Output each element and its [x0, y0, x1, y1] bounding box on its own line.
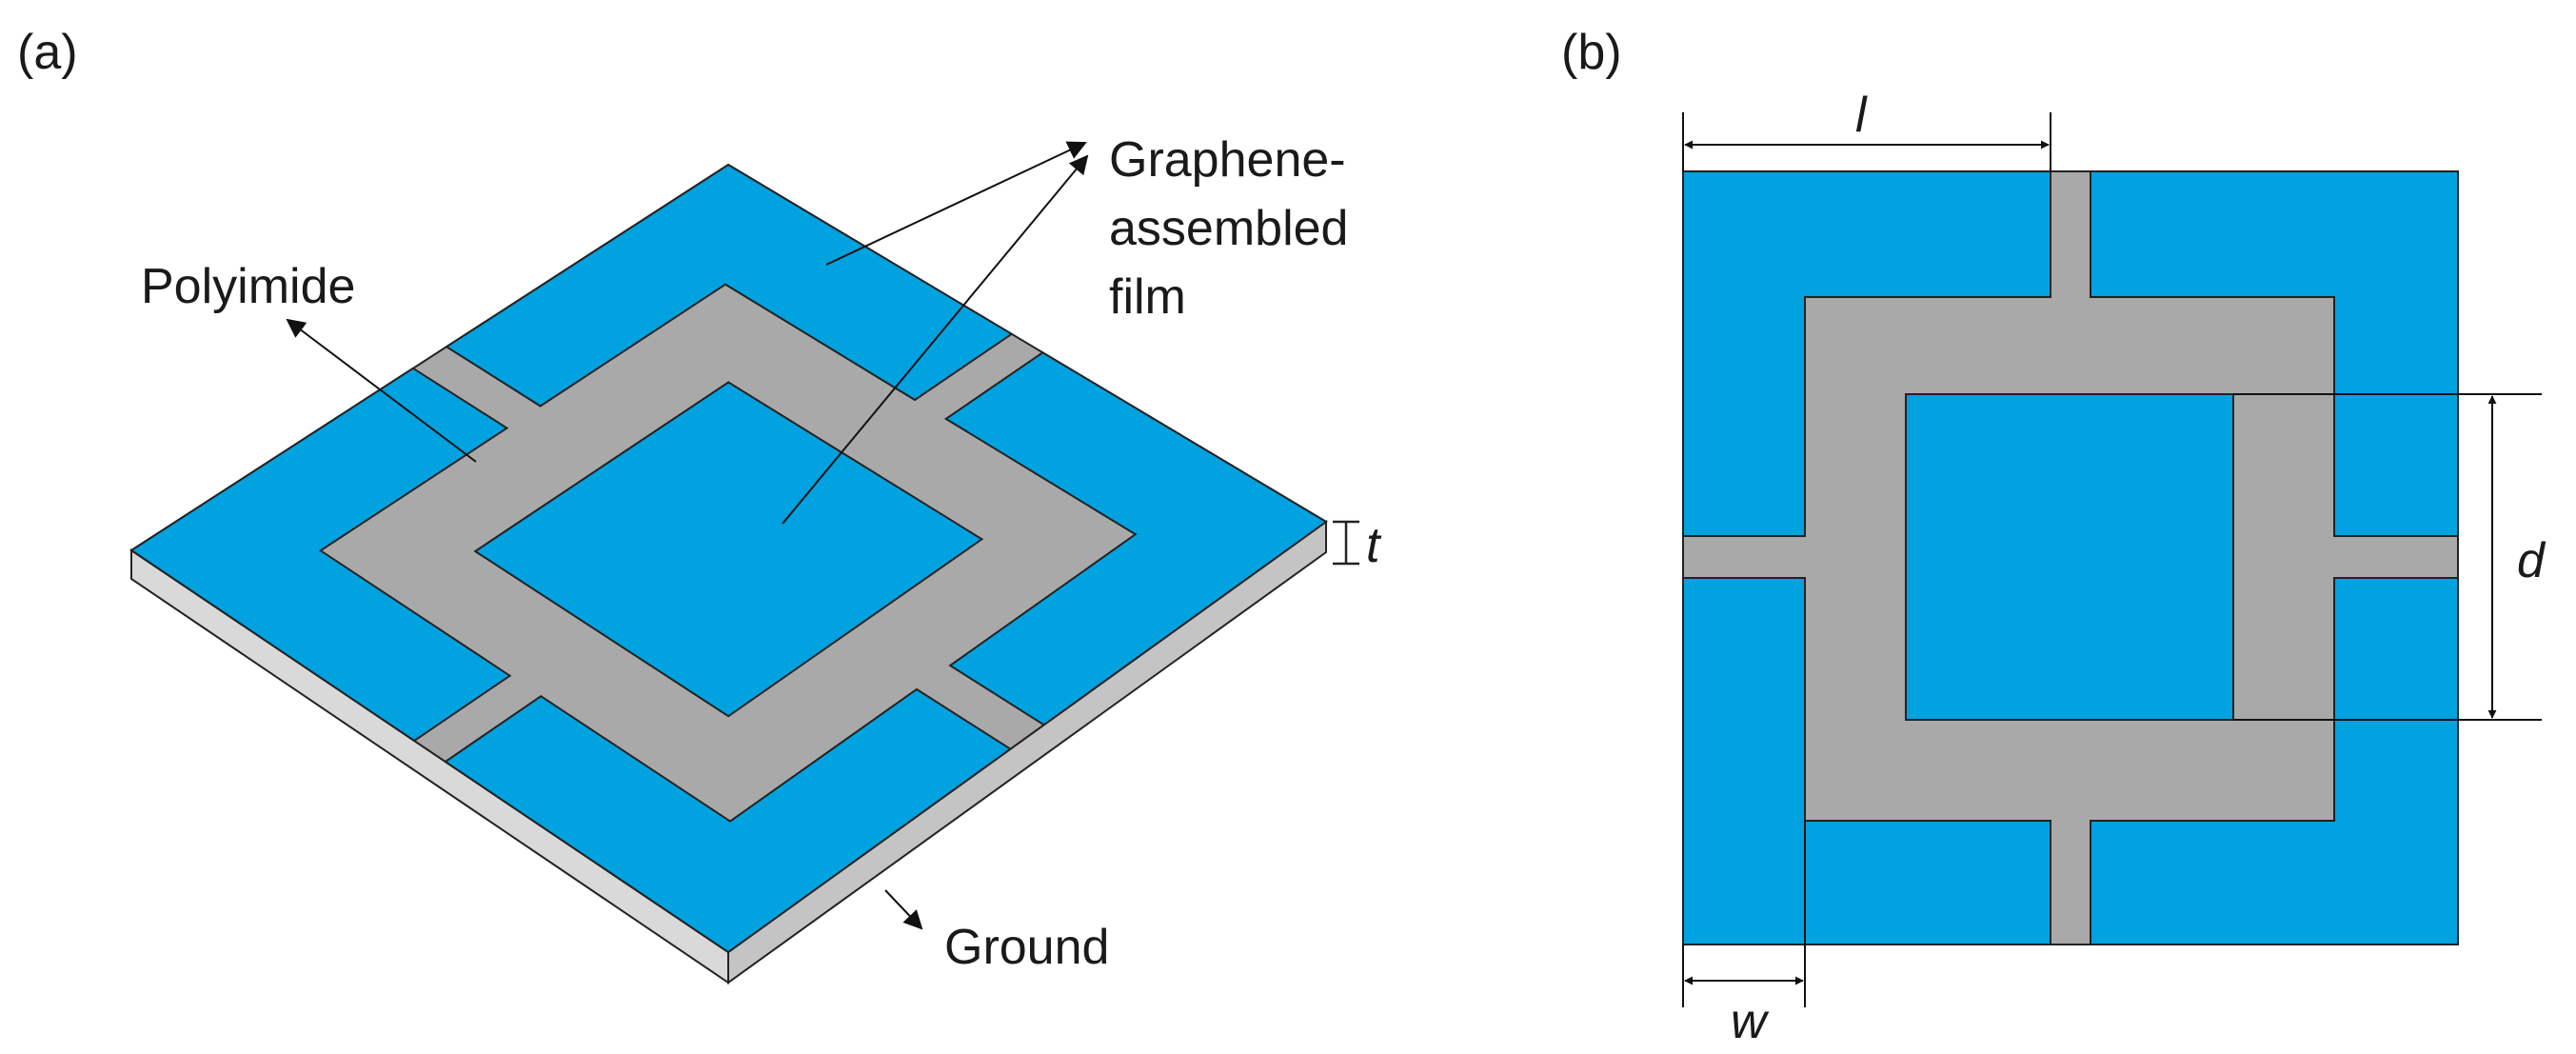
dimension-l: l [1682, 88, 2051, 171]
dimension-w-label: w [1731, 994, 1770, 1049]
graphene-patch-front-left [129, 367, 512, 743]
thickness-indicator: t [1333, 518, 1382, 573]
panel-b-top-view: (b) l d w [1561, 25, 2546, 1049]
panel-a-isometric-view: (a) t Polyimide Graphene- assembled film… [17, 25, 1382, 984]
graphene-arrow-inner [782, 154, 1089, 525]
dimension-w: w [1682, 821, 1806, 1049]
graphene-arrow-outer [825, 141, 1087, 266]
polyimide-label: Polyimide [141, 259, 355, 314]
center-patch [1905, 393, 2234, 721]
graphene-patch-front-right [444, 687, 1013, 954]
panel-a-label: (a) [17, 25, 78, 80]
graphene-label-line2: assembled [1109, 201, 1348, 256]
panel-b-label: (b) [1561, 25, 1622, 80]
ground-arrow [884, 889, 923, 930]
graphene-patch-center [473, 381, 984, 718]
dimension-d-label: d [2517, 533, 2546, 588]
thickness-label: t [1366, 518, 1382, 573]
graphene-label-line3: film [1109, 269, 1186, 325]
corner-patch-top-right [2090, 170, 2459, 537]
dimension-d: d [2233, 393, 2546, 721]
ground-label: Ground [944, 920, 1109, 975]
corner-patch-bottom-right [2090, 577, 2459, 945]
graphene-label-line1: Graphene- [1109, 132, 1346, 188]
graphene-patch-back-left [445, 163, 1014, 408]
graphene-patch-back-right [943, 351, 1328, 726]
polyimide-arrow [286, 318, 477, 463]
dimension-l-label: l [1855, 88, 1868, 143]
graphene-pattern [129, 163, 1328, 954]
